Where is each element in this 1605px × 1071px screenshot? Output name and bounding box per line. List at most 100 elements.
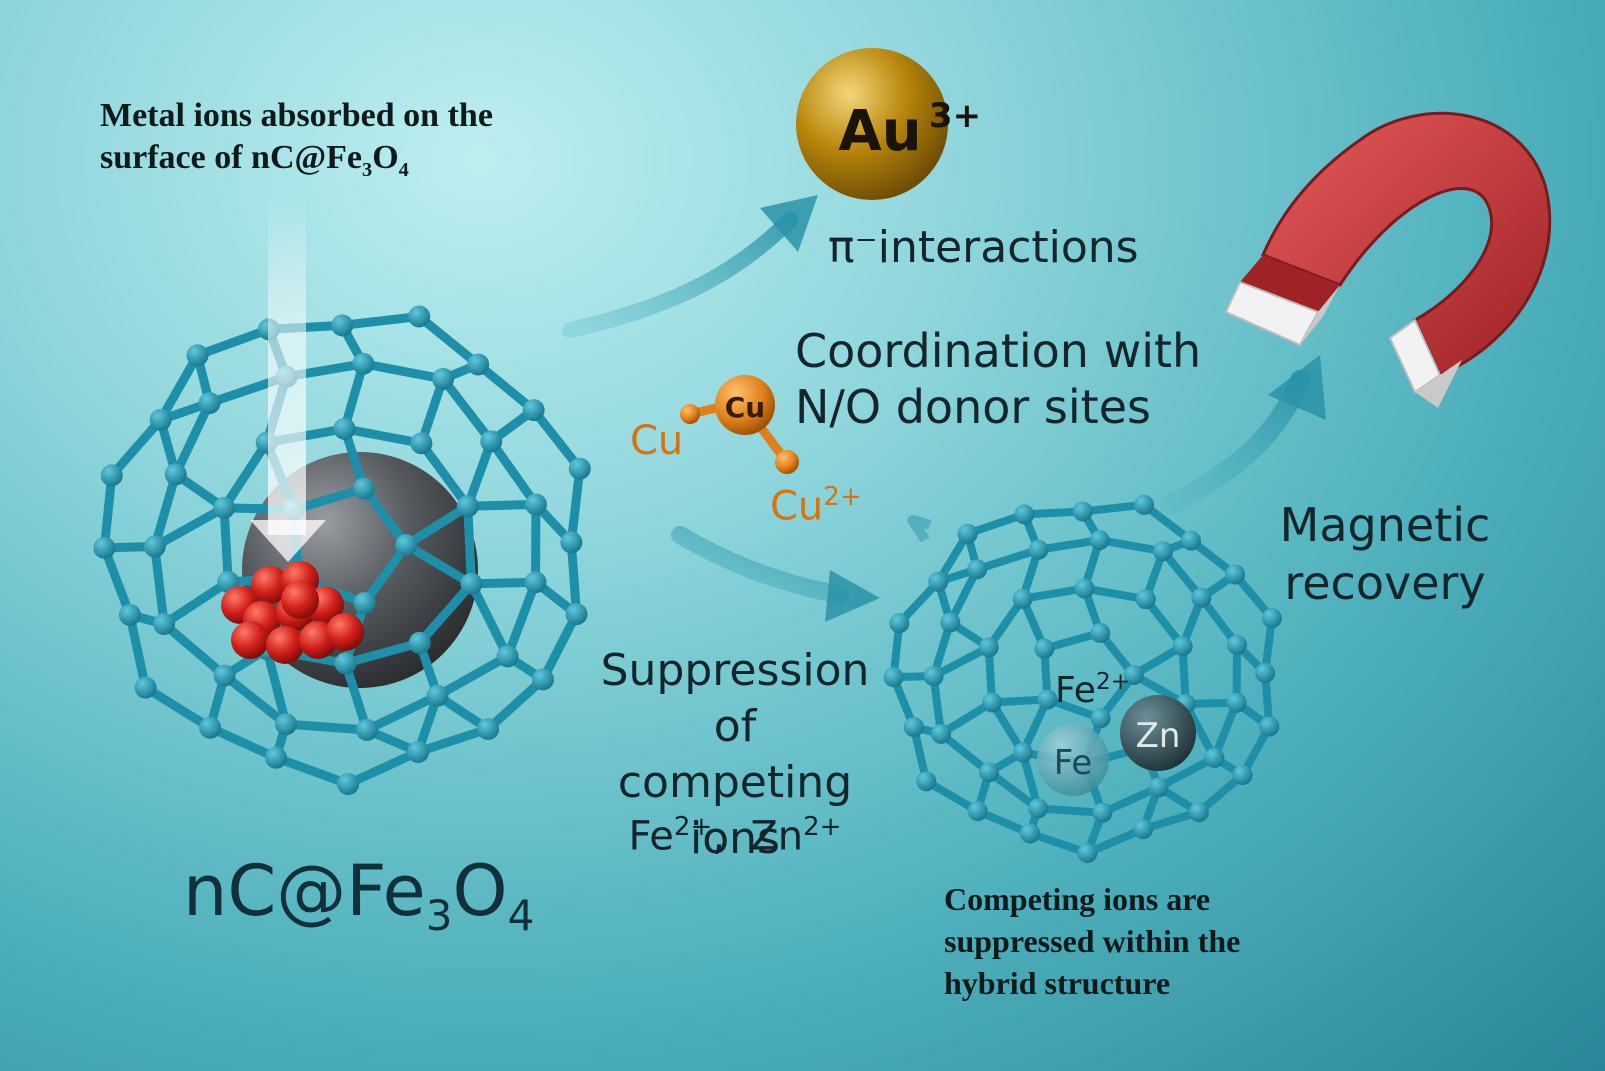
large-cage-atom — [460, 572, 483, 595]
large-cage-bond — [529, 405, 585, 474]
top-caption: Metal ions absorbed on the surface of nC… — [100, 95, 493, 191]
large-cage-bond — [566, 537, 582, 619]
large-cage-atom — [93, 536, 116, 559]
large-cage-bond — [99, 470, 117, 553]
large-cage-atom — [331, 314, 354, 337]
small-cage-atom — [1180, 530, 1201, 551]
large-cage-bond — [343, 747, 423, 789]
suppression-line2: of competing — [617, 701, 853, 808]
large-cage-atom — [410, 432, 433, 455]
large-cage-bond — [483, 674, 548, 734]
large-cage-bond — [150, 503, 229, 552]
large-cage-atom — [334, 652, 357, 675]
small-cage-atom — [982, 692, 1003, 713]
large-cage-bond — [416, 438, 473, 511]
small-cage-bond — [1098, 783, 1163, 817]
large-cage-atom — [456, 495, 479, 518]
large-cage-bond — [125, 610, 151, 693]
small-cage-atom — [1148, 777, 1169, 798]
large-cage-atom — [522, 399, 545, 422]
large-cage-bond — [339, 359, 368, 434]
large-cage-bond — [150, 542, 169, 629]
large-cage-atom — [143, 535, 166, 558]
small-cage-bond — [1080, 584, 1150, 604]
large-cage-atom — [408, 631, 431, 654]
small-cage-atom — [1226, 692, 1247, 713]
small-cage-bond — [937, 729, 994, 777]
small-cage-atom — [1089, 530, 1110, 551]
small-cage-bond — [929, 643, 993, 681]
large-cage-bond — [358, 359, 448, 384]
large-cage-bond — [486, 436, 541, 509]
small-cage-atom — [889, 613, 910, 634]
small-cage-atom — [1225, 564, 1246, 585]
large-cage-bond — [205, 723, 281, 763]
copper-left-symbol: Cu — [630, 418, 684, 464]
large-cage-atom — [408, 305, 431, 328]
large-cage-atom — [333, 417, 356, 440]
large-cage-atom — [153, 612, 176, 635]
large-cage-bond — [271, 753, 353, 789]
small-cage-atom — [957, 523, 978, 544]
large-cage-atom — [275, 713, 298, 736]
large-cage-atom — [337, 772, 360, 795]
large-cage-bond — [150, 469, 181, 552]
large-cage-bond — [219, 438, 272, 513]
large-cage-bond — [171, 398, 215, 479]
small-cage-atom — [1232, 765, 1253, 786]
small-cage-atom — [916, 771, 937, 792]
large-cage-bond — [401, 540, 476, 589]
large-cage-bond — [341, 638, 425, 668]
metal-ion-bead — [266, 626, 304, 664]
small-cage-atom — [1188, 802, 1209, 823]
fe-ball-symbol: Fe — [1054, 743, 1093, 783]
material-label: nC@Fe3O4 — [183, 850, 535, 940]
large-cage-atom — [186, 344, 209, 367]
large-cage-bond — [281, 719, 372, 735]
small-cage-bond — [973, 545, 1043, 574]
large-cage-bond — [466, 579, 513, 661]
small-cage-atom — [1028, 798, 1049, 819]
large-cage-atom — [353, 591, 376, 614]
large-cage-bond — [463, 501, 476, 589]
coordination-line2: N/O donor sites — [795, 380, 1151, 434]
small-cage-atom — [1255, 662, 1276, 683]
gold-charge: 3+ — [929, 96, 981, 136]
bottom-caption-line1: Competing ions are — [944, 881, 1211, 917]
small-cage-atom — [1172, 636, 1193, 657]
fe-ion-ball: Fe — [1037, 724, 1109, 796]
suppression-line1: Suppression — [600, 645, 870, 696]
small-cage-atom — [1153, 541, 1174, 562]
large-cage-bond — [99, 543, 135, 620]
large-cage-bond — [159, 619, 230, 681]
large-cage-atom — [496, 645, 519, 668]
large-cage-bond — [219, 503, 233, 587]
metal-ion-bead — [281, 581, 319, 619]
small-cage-atom — [979, 762, 1000, 783]
small-cage-atom — [967, 559, 988, 580]
zn-ball-symbol: Zn — [1136, 716, 1181, 756]
small-cage-atom — [903, 717, 924, 738]
carbon-cage-small: Fe Zn — [883, 494, 1282, 863]
large-cage-atom — [199, 716, 222, 739]
metal-ion-bead — [251, 566, 289, 604]
large-cage-atom — [149, 408, 172, 431]
small-cage-atom — [940, 612, 961, 633]
large-cage-bond — [262, 644, 291, 729]
large-cage-atom — [565, 603, 588, 626]
small-cage-atom — [1034, 638, 1055, 659]
large-cage-bond — [362, 691, 442, 735]
small-cage-bond — [1034, 536, 1104, 554]
large-cage-atom — [531, 668, 554, 691]
coordination-line1: Coordination with — [795, 324, 1202, 378]
large-cage-atom — [213, 664, 236, 687]
small-cage-bond — [1078, 500, 1149, 516]
large-cage-atom — [568, 457, 591, 480]
large-cage-bond — [107, 415, 166, 480]
large-cage-bond — [141, 683, 215, 733]
small-cage-atom — [928, 571, 949, 592]
metal-ion-bead — [326, 613, 364, 651]
suppressed-ions-list: Fe2+, Zn2+ — [628, 812, 842, 860]
small-cage-atom — [1077, 842, 1098, 863]
